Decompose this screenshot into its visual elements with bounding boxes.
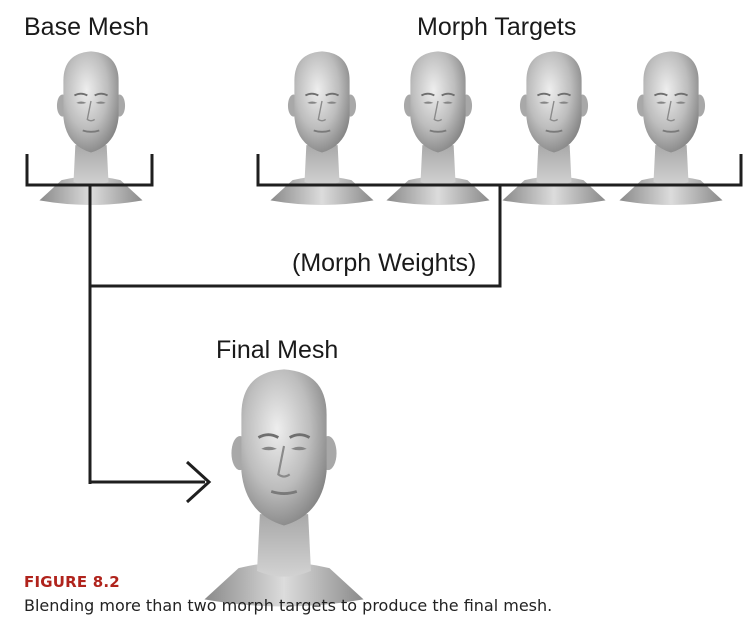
morph-target-head-icon-4 xyxy=(618,50,724,206)
base-mesh-head-icon xyxy=(38,50,144,206)
morph-weights-label: (Morph Weights) xyxy=(292,249,477,277)
final-mesh-head-icon xyxy=(203,367,365,608)
morph-targets-label: Morph Targets xyxy=(417,13,577,41)
base-mesh-label: Base Mesh xyxy=(24,13,150,41)
morph-target-head-icon-2 xyxy=(385,50,491,206)
figure-caption: Blending more than two morph targets to … xyxy=(24,596,553,615)
morph-target-head-icon-3 xyxy=(501,50,607,206)
morph-target-head-icon-1 xyxy=(269,50,375,206)
figure-title: FIGURE 8.2 xyxy=(24,573,120,591)
final-mesh-label: Final Mesh xyxy=(216,336,339,364)
arrowhead-icon xyxy=(185,460,212,504)
morph-weights-connector-line xyxy=(90,185,502,288)
